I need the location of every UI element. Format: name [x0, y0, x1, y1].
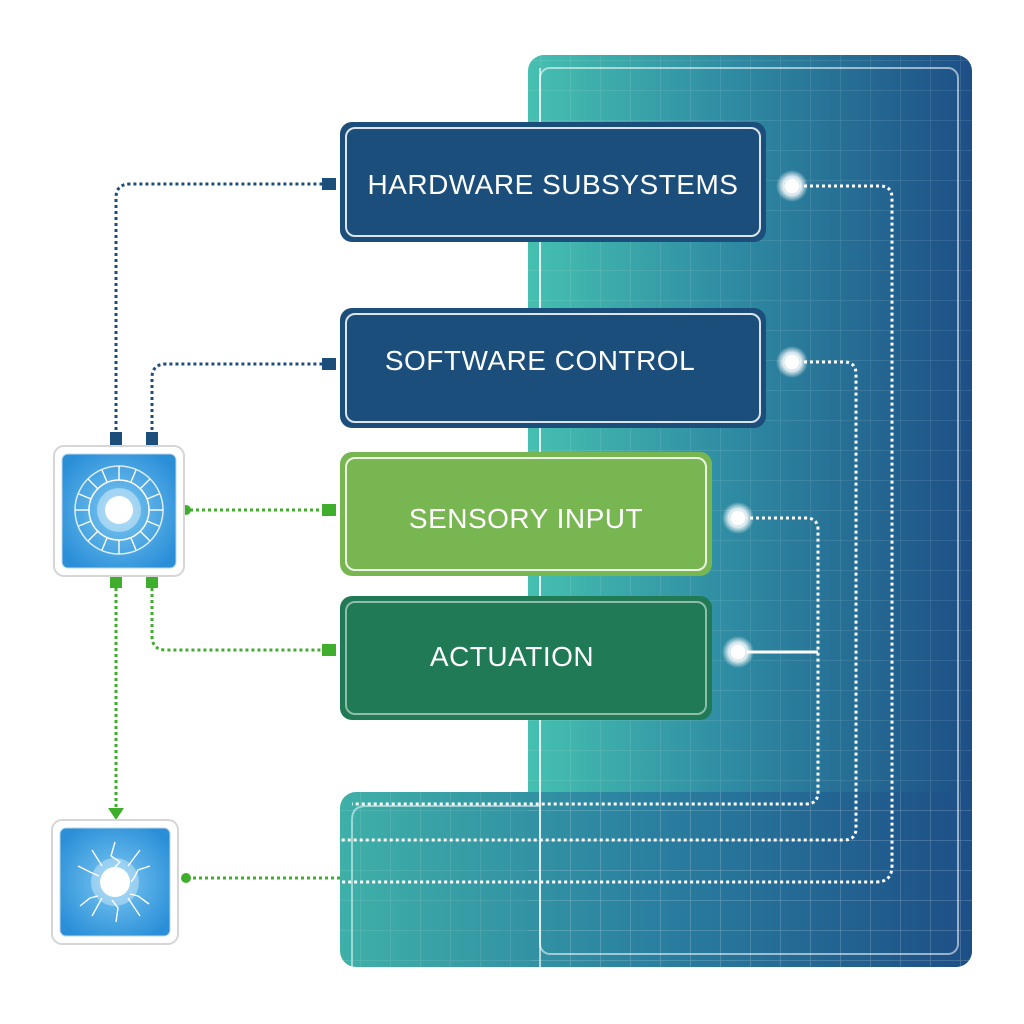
software-input-line: [150, 362, 330, 436]
software-control-box[interactable]: SOFTWARE CONTROL: [340, 308, 766, 428]
connector-caps: [108, 178, 336, 883]
output-dots: [722, 170, 808, 668]
top-node[interactable]: [53, 445, 185, 577]
hardware-input-line: [114, 182, 330, 436]
actuation-box[interactable]: ACTUATION: [340, 596, 712, 720]
actuation-label: ACTUATION: [430, 641, 594, 672]
sensory-output-line: [352, 516, 820, 806]
sensory-input-label: SENSORY INPUT: [409, 503, 643, 534]
sensory-input-box[interactable]: SENSORY INPUT: [340, 452, 712, 576]
software-output-line: [340, 360, 858, 842]
background-panel: [340, 55, 972, 968]
hardware-subsystems-box[interactable]: HARDWARE SUBSYSTEMS: [340, 122, 766, 242]
starburst-icon: [77, 841, 151, 923]
bottom-node[interactable]: [51, 819, 179, 945]
hardware-output-line: [340, 184, 894, 884]
actuation-input-line: [150, 582, 330, 652]
input-connectors: [114, 182, 340, 880]
hardware-subsystems-label: HARDWARE SUBSYSTEMS: [368, 169, 739, 200]
software-control-label: SOFTWARE CONTROL: [385, 345, 695, 376]
radial-sun-icon: [74, 465, 164, 555]
